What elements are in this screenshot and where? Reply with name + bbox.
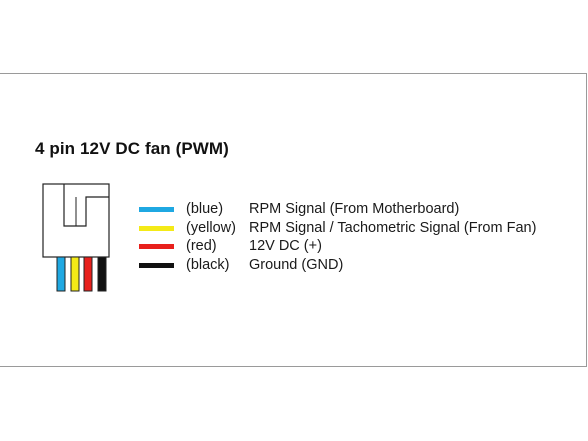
legend-row-black: (black) Ground (GND) [139, 256, 343, 274]
wire-description: RPM Signal / Tachometric Signal (From Fa… [249, 220, 537, 236]
wire-color-label: (yellow) [186, 220, 236, 236]
legend-row-yellow: (yellow) RPM Signal / Tachometric Signal… [139, 219, 536, 237]
wire-color-label: (red) [186, 238, 217, 254]
wire-color-label: (black) [186, 257, 230, 273]
swatch-yellow [139, 225, 174, 231]
swatch-black [139, 262, 174, 268]
wire-black [97, 256, 107, 292]
diagram-title: 4 pin 12V DC fan (PWM) [35, 139, 229, 158]
wire-description: RPM Signal (From Motherboard) [249, 201, 460, 217]
swatch-blue [139, 206, 174, 212]
wire-description: Ground (GND) [249, 257, 344, 273]
wire-color-label: (blue) [186, 201, 224, 217]
legend-row-blue: (blue) RPM Signal (From Motherboard) [139, 200, 459, 218]
wire-red [83, 256, 93, 292]
connector-wires [56, 256, 107, 292]
wire-yellow [70, 256, 80, 292]
wire-description: 12V DC (+) [249, 238, 322, 254]
legend-row-red: (red) 12V DC (+) [139, 237, 322, 255]
wire-blue [56, 256, 66, 292]
swatch-red [139, 243, 174, 249]
